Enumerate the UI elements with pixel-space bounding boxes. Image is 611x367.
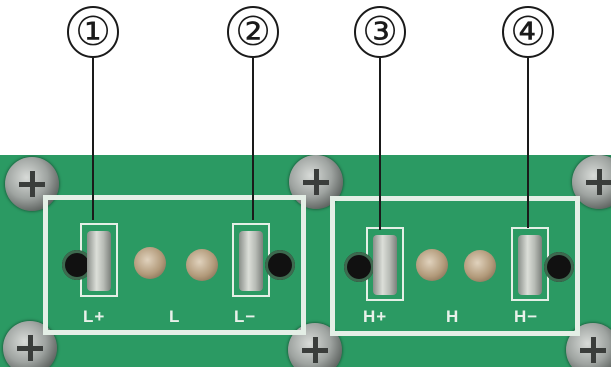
leader-line-1 — [92, 58, 94, 220]
jumper-1 — [87, 231, 111, 291]
silkscreen-frame-left — [43, 195, 306, 335]
callout-1: ① — [67, 6, 119, 58]
solder-pad-2 — [186, 249, 218, 281]
label-h-minus: H− — [514, 307, 539, 326]
callout-3: ③ — [354, 6, 406, 58]
silkscreen-frame-right — [330, 196, 580, 336]
leader-line-3 — [379, 58, 381, 230]
callout-4: ④ — [502, 6, 554, 58]
screw-bottom-right — [566, 323, 611, 367]
jumper-2 — [239, 231, 263, 291]
label-l: L — [169, 307, 181, 326]
through-hole-3 — [344, 252, 374, 282]
label-l-plus: L+ — [83, 307, 106, 326]
through-hole-2 — [265, 250, 295, 280]
screw-bottom-left — [3, 321, 57, 367]
leader-line-2 — [252, 58, 254, 220]
through-hole-4 — [544, 252, 574, 282]
leader-line-4 — [527, 58, 529, 228]
solder-pad-4 — [464, 250, 496, 282]
label-l-minus: L− — [234, 307, 257, 326]
jumper-4 — [518, 235, 542, 295]
solder-pad-3 — [416, 249, 448, 281]
screw-top-left — [5, 157, 59, 211]
callout-2: ② — [227, 6, 279, 58]
label-h: H — [446, 307, 460, 326]
solder-pad-1 — [134, 247, 166, 279]
jumper-3 — [373, 235, 397, 295]
circuit-board-photo: L+ L L− H+ H H− — [0, 155, 611, 367]
label-h-plus: H+ — [363, 307, 388, 326]
